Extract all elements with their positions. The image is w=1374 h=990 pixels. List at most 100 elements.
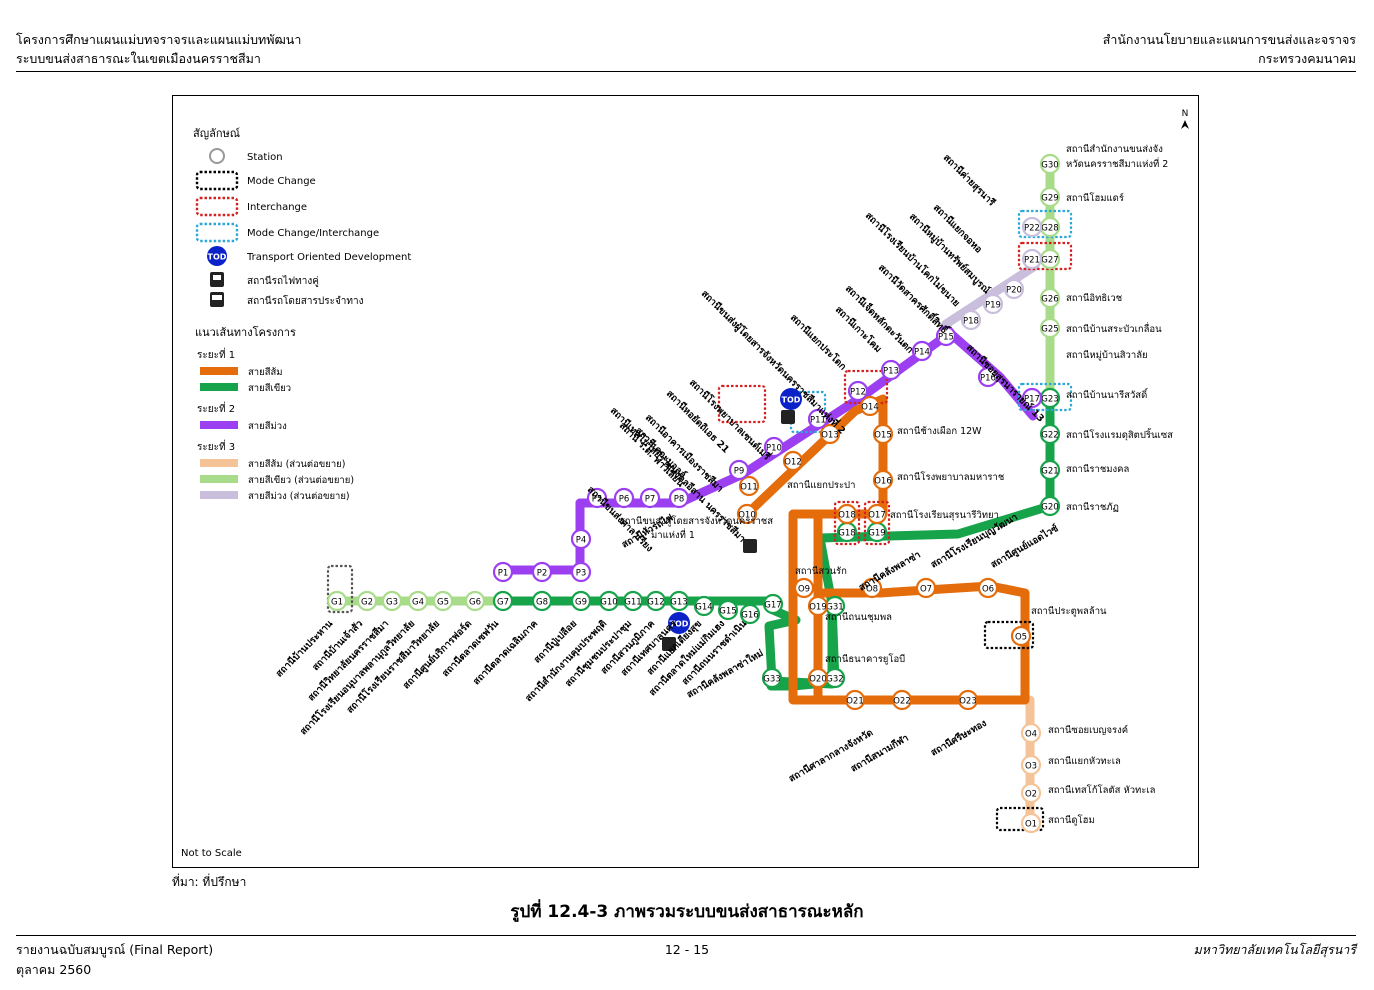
station-marker [872, 469, 894, 491]
figure-source: ที่มา: ที่ปรึกษา [172, 875, 247, 889]
bus-icon-p10 [781, 410, 795, 424]
header-left: โครงการศึกษาแผนแม่บทจราจรและแผนแม่บทพัฒน… [16, 30, 301, 68]
footer-left: รายงานฉบับสมบูรณ์ (Final Report) ตุลาคม … [16, 940, 213, 980]
station-g28: G28 [1039, 216, 1061, 238]
station-marker [492, 561, 514, 583]
station-marker [807, 595, 829, 617]
station-o7: O7 [915, 577, 937, 599]
station-marker [782, 450, 804, 472]
station-marker [935, 325, 957, 347]
station-code: P5 [592, 495, 603, 505]
station-p13: P13 [880, 359, 902, 381]
station-code: O19 [809, 603, 827, 613]
station-p22: P22 [1021, 216, 1043, 238]
station-g15: G15 [717, 599, 739, 621]
station-code: O17 [868, 511, 886, 521]
legend-phase-label: ระยะที่ 3 [197, 439, 235, 453]
station-code: G4 [412, 598, 424, 608]
station-code: G20 [1041, 503, 1058, 513]
station-g16: G16 [739, 603, 761, 625]
station-code: O10 [738, 511, 756, 521]
header-rule [16, 71, 1356, 72]
station-code: G32 [826, 675, 843, 685]
legend-item-rail: สถานีรถไฟทางคู่ [210, 272, 319, 287]
station-g27: G27 [1039, 248, 1061, 270]
station-code: O8 [866, 585, 878, 595]
station-code: G9 [575, 598, 587, 608]
station-name-g-8: สถานีตลาดเฉลิมภาค [470, 618, 540, 688]
station-o22: O22 [891, 689, 913, 711]
station-marker [1003, 278, 1025, 300]
legend-line-swatch [200, 475, 238, 483]
station-code: O14 [861, 403, 879, 413]
legend-label: Mode Change [247, 176, 316, 187]
station-marker [1010, 625, 1032, 647]
footer-page: 12 - 15 [664, 942, 710, 957]
station-marker [891, 689, 913, 711]
header-agency-line2: กระทรวงคมนาคม [1258, 51, 1356, 66]
station-g22: G22 [1039, 423, 1061, 445]
footer-report: รายงานฉบับสมบูรณ์ (Final Report) [16, 942, 214, 957]
station-name-p-16: สถานีค่ายสุรนารี [941, 152, 999, 210]
station-marker [1039, 186, 1061, 208]
station-p9: P9 [728, 459, 750, 481]
station-o13: O13 [819, 423, 841, 445]
station-code: P21 [1024, 256, 1040, 266]
footer-university: มหาวิทยาลัยเทคโนโลยีสุรนารี [1193, 942, 1356, 957]
station-marker [326, 590, 348, 612]
station-code: P7 [645, 495, 656, 505]
legend-title: สัญลักษณ์ [193, 127, 240, 140]
station-marker [1021, 248, 1043, 270]
mode-interchange-p17-g23 [1017, 382, 1073, 412]
station-marker [859, 395, 881, 417]
station-p18: P18 [960, 309, 982, 331]
station-code: O15 [874, 431, 892, 441]
station-code: P11 [810, 416, 826, 426]
station-code: G21 [1041, 467, 1058, 477]
train-icon-g13 [662, 637, 676, 651]
tod-p10-text: TOD [782, 396, 801, 405]
station-name-ge-9: สถานีราชภัฏ [1066, 501, 1119, 513]
station-code: P14 [914, 348, 930, 358]
station-code: G18 [838, 529, 855, 539]
station-code: G16 [741, 611, 758, 621]
legend-item-bus: สถานีรถโดยสารประจำทาง [210, 292, 364, 307]
legend-line-swatch [200, 367, 238, 375]
station-name-oe-1: สถานีช้างเผือก 12W [897, 425, 982, 437]
station-code: O13 [821, 431, 839, 441]
station-marker [492, 590, 514, 612]
station-code: G1 [331, 598, 343, 608]
station-code: G30 [1041, 161, 1058, 171]
station-g20: G20 [1039, 495, 1061, 517]
footer-date: ตุลาคม 2560 [16, 962, 92, 977]
station-code: P10 [766, 444, 782, 454]
station-code: O11 [740, 483, 758, 493]
station-g30: G30 [1039, 153, 1061, 175]
legend-line-swatch [200, 383, 238, 391]
station-p3: P3 [570, 561, 592, 583]
station-name-ge-2: สถานีโฮมแดร์ [1066, 192, 1124, 204]
station-marker [356, 590, 378, 612]
station-marker [866, 503, 888, 525]
station-name-ge-3: สถานีอิทธิเวช [1066, 292, 1123, 304]
station-marker [1020, 782, 1042, 804]
station-o23: O23 [957, 689, 979, 711]
legend-line-label: สายสีม่วง (ส่วนต่อขยาย) [248, 490, 350, 502]
station-g23: G23 [1039, 387, 1061, 409]
station-p21: P21 [1021, 248, 1043, 270]
station-marker [762, 593, 784, 615]
station-g6: G6 [464, 590, 486, 612]
station-code: O20 [809, 675, 827, 685]
station-o20: O20 [807, 667, 829, 689]
station-marker [807, 408, 829, 430]
station-g5: G5 [432, 590, 454, 612]
green-g1-box [326, 564, 354, 614]
bus-icon-window [212, 295, 222, 300]
station-code: G25 [1041, 325, 1058, 335]
station-code: P19 [985, 301, 1001, 311]
station-name-ge-5: สถานีหมู่บ้านสิวาลัย [1066, 349, 1148, 361]
station-code: G29 [1041, 194, 1058, 204]
legend-line-swatch [200, 421, 238, 429]
station-marker [819, 423, 841, 445]
